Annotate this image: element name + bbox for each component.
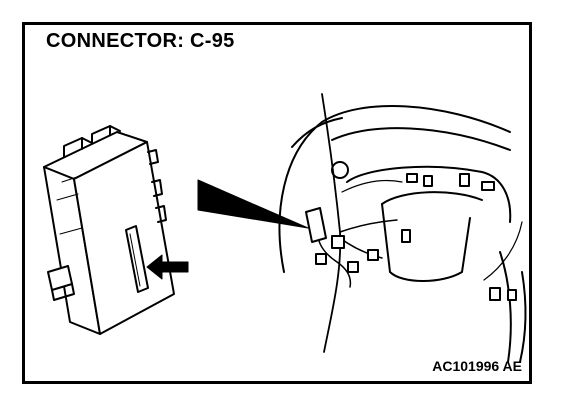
diagram-title: CONNECTOR: C-95 <box>46 30 235 52</box>
connector-pointer <box>197 179 309 229</box>
dashboard-view <box>278 93 527 363</box>
connector-slot <box>125 225 149 293</box>
pointer-arrow <box>146 254 189 280</box>
figure-code: AC101996 AE <box>432 358 522 374</box>
control-unit <box>43 125 175 335</box>
diagram-illustration <box>43 93 527 363</box>
